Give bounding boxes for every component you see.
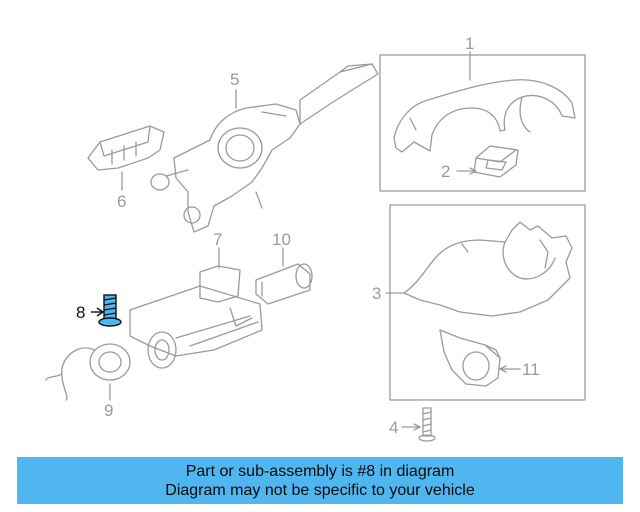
callout-10: 10 <box>272 230 291 249</box>
cover-group-box-lower <box>389 204 586 401</box>
callout-5: 5 <box>230 70 239 89</box>
sleeve-part-10 <box>255 263 313 305</box>
lower-column-cover <box>403 221 573 317</box>
clip-part-2 <box>473 145 519 178</box>
callout-3: 3 <box>372 284 381 303</box>
info-banner: Part or sub-assembly is #8 in diagram Di… <box>17 457 623 504</box>
clockspring-part-9 <box>45 343 131 401</box>
banner-line-part-number: Part or sub-assembly is #8 in diagram <box>185 463 455 480</box>
banner-line-disclaimer: Diagram may not be specific to your vehi… <box>165 482 475 499</box>
cover-group-box-upper <box>379 54 586 192</box>
callout-11: 11 <box>522 360 540 379</box>
callout-7: 7 <box>213 230 222 249</box>
combination-switch <box>150 63 379 233</box>
screw-part-4 <box>418 407 436 442</box>
callout-8: 8 <box>76 303 85 322</box>
bezel-part-11 <box>439 329 501 387</box>
bolt-part-8 <box>98 294 122 327</box>
callout-2: 2 <box>441 162 450 181</box>
callout-4: 4 <box>389 418 398 437</box>
callout-6: 6 <box>117 192 126 211</box>
column-bracket-part-7 <box>129 265 263 369</box>
upper-column-cover <box>393 79 576 153</box>
connector-part-6 <box>87 125 165 171</box>
callout-9: 9 <box>104 401 113 420</box>
callout-1: 1 <box>465 34 474 53</box>
leader-8-arrow <box>96 307 105 317</box>
